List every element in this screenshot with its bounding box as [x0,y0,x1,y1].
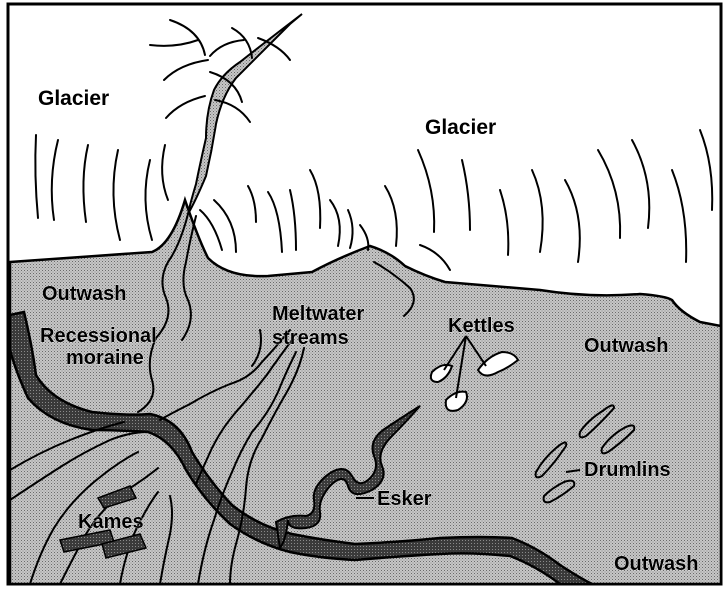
label-recessional-moraine-line2: moraine [66,347,144,369]
label-outwash-bottom: Outwash [614,553,698,575]
label-esker: Esker [377,488,432,510]
label-glacier-left: Glacier [38,87,109,110]
label-glacier-right: Glacier [425,116,496,139]
label-meltwater-streams-line2: streams [272,327,349,349]
label-drumlins: Drumlins [584,459,671,481]
label-recessional-moraine-line1: Recessional [40,325,157,347]
label-kames: Kames [78,511,144,533]
label-outwash-left: Outwash [42,283,126,305]
label-outwash-right: Outwash [584,335,668,357]
label-kettles: Kettles [448,315,515,337]
label-meltwater-streams-line1: Meltwater [272,303,364,325]
